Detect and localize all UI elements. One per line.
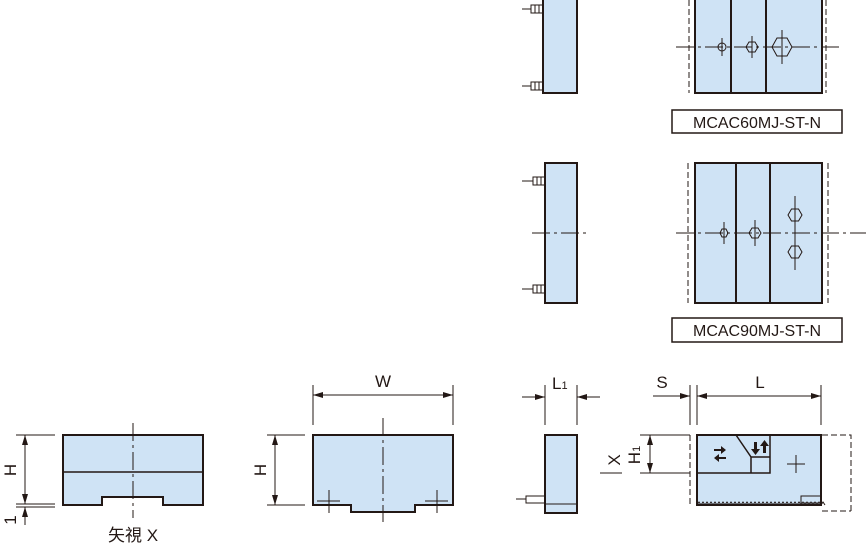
front-view-w: W H [251,372,454,522]
front-view-60 [676,0,842,94]
direction-arrows-icon [714,440,769,462]
bolt [522,176,546,186]
side-view-l: S L H1 X [600,373,852,512]
dim-w-label: W [375,372,391,391]
dim-s-label: S [656,373,667,392]
bolt [522,4,544,14]
dim-h1-label: H1 [625,446,644,464]
dim-l-label: L [755,373,764,392]
model-label-60: MCAC60MJ-ST-N [693,115,821,132]
bolt [522,284,546,294]
view-x-label: 矢視 X [108,526,158,545]
bolt [522,81,544,91]
view-x: H 1 矢視 X [1,423,204,545]
dim-h-front-label: H [251,464,270,476]
model-label-90: MCAC90MJ-ST-N [693,323,821,340]
side-view-l1: L1 [516,374,600,514]
side-view-60 [522,0,578,94]
side-view-90 [522,162,590,304]
dim-l1-label: L1 [552,374,568,393]
dim-1-label: 1 [1,515,20,524]
dim-h-label: H [1,464,20,476]
front-view-90 [676,162,866,304]
view-x-arrow-label: X [605,454,624,465]
